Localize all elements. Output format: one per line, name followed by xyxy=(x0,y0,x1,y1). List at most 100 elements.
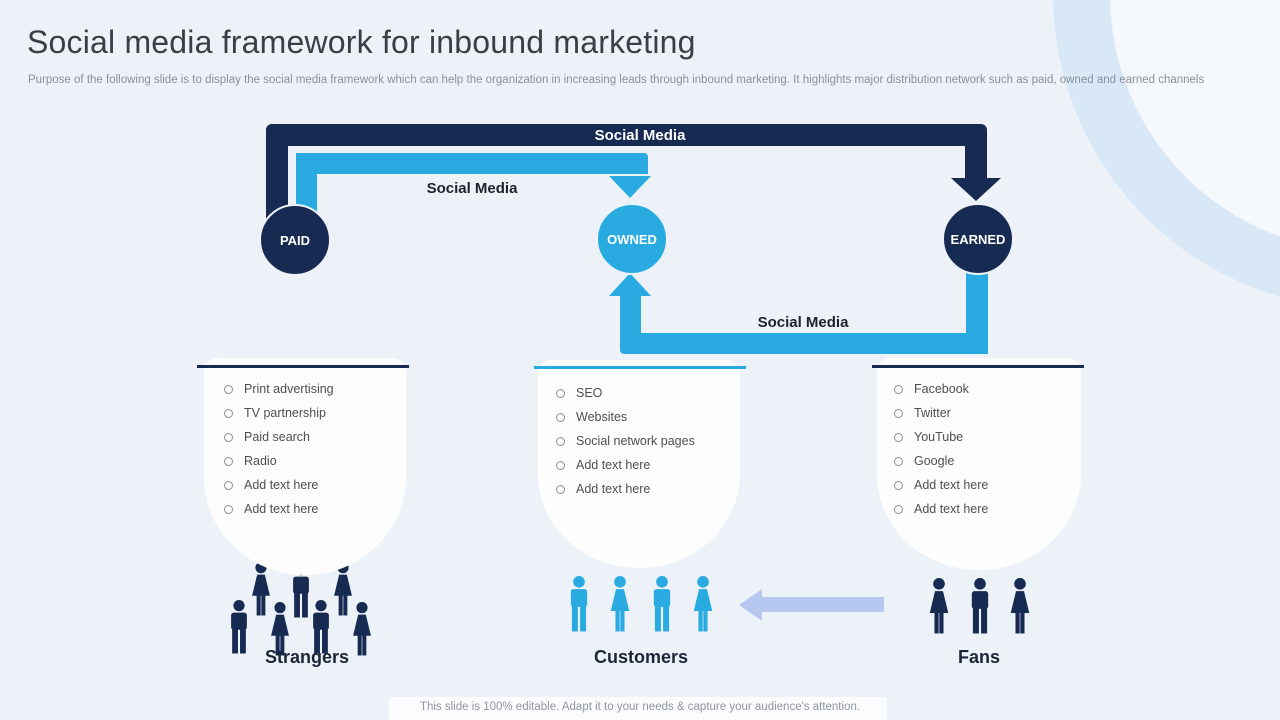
person-female-icon xyxy=(924,578,954,634)
bullet-icon xyxy=(224,432,233,442)
bullet-icon xyxy=(556,388,565,398)
person-male-icon xyxy=(647,576,677,632)
person-female-icon xyxy=(605,576,635,632)
list-item-text: SEO xyxy=(576,386,603,400)
bullet-icon xyxy=(224,480,233,490)
node-owned-label: OWNED xyxy=(607,231,657,247)
decorative-ring xyxy=(1053,0,1280,309)
list-item-text: YouTube xyxy=(914,430,964,444)
bullet-icon xyxy=(894,408,903,418)
footer-strip xyxy=(389,697,887,720)
list-item-text: Twitter xyxy=(914,406,951,420)
bullet-icon xyxy=(224,456,233,466)
list-item-text: Social network pages xyxy=(576,434,695,448)
person-female-icon xyxy=(1005,578,1035,634)
customers-people-group xyxy=(564,576,719,634)
group-label-customers: Customers xyxy=(593,647,689,667)
bullet-icon xyxy=(894,432,903,442)
list-item-text: Add text here xyxy=(576,482,651,496)
bullet-icon xyxy=(894,456,903,466)
divider-line-paid xyxy=(197,365,409,368)
divider-line-owned xyxy=(534,366,746,369)
list-item: Add text here xyxy=(556,453,695,477)
list-item-text: Add text here xyxy=(914,502,989,516)
list-item: Paid search xyxy=(224,425,334,449)
list-item: Facebook xyxy=(894,377,988,401)
list-item: Add text here xyxy=(224,473,334,497)
list-item: Print advertising xyxy=(224,377,334,401)
arrow-left-icon xyxy=(739,589,762,621)
bullet-icon xyxy=(224,408,233,418)
list-item-text: Radio xyxy=(244,454,277,468)
footer-note: This slide is 100% editable. Adapt it to… xyxy=(419,701,861,713)
list-item: Add text here xyxy=(894,473,988,497)
list-item-text: Add text here xyxy=(914,478,989,492)
list-item-text: Add text here xyxy=(576,458,651,472)
bullet-icon xyxy=(894,384,903,394)
arrow-paid-earned-horizontal xyxy=(266,124,987,146)
bullet-icon xyxy=(894,480,903,490)
list-item: Social network pages xyxy=(556,429,695,453)
person-male-icon xyxy=(224,600,254,654)
person-male-icon xyxy=(564,576,594,632)
list-item-text: Google xyxy=(914,454,955,468)
group-label-strangers: Strangers xyxy=(264,647,350,667)
list-item: Add text here xyxy=(224,497,334,521)
slide-subtitle: Purpose of the following slide is to dis… xyxy=(28,74,1205,86)
person-male-icon xyxy=(306,600,336,654)
list-item-text: Add text here xyxy=(244,502,319,516)
person-female-icon xyxy=(265,602,295,656)
arrow-earned-owned-horizontal xyxy=(620,333,988,354)
list-item: Twitter xyxy=(894,401,988,425)
list-item: Add text here xyxy=(556,477,695,501)
callout-shape-paid xyxy=(204,358,406,575)
bullet-icon xyxy=(224,384,233,394)
list-item-text: Print advertising xyxy=(244,382,334,396)
arrow-down-icon xyxy=(951,178,1001,201)
list-item-text: Paid search xyxy=(244,430,311,444)
list-item: SEO xyxy=(556,381,695,405)
node-paid: PAID xyxy=(259,204,331,276)
arrow-paid-earned-vertical-right xyxy=(965,146,987,179)
person-female-icon xyxy=(688,576,718,632)
list-item: YouTube xyxy=(894,425,988,449)
bullet-icon xyxy=(556,484,565,494)
person-female-icon xyxy=(347,602,377,656)
page-title: Social media framework for inbound marke… xyxy=(27,24,696,60)
bullet-icon xyxy=(894,504,903,514)
callout-shape-earned xyxy=(877,358,1081,570)
arrow-label-bottom: Social Media xyxy=(757,314,849,331)
arrow-label-middle: Social Media xyxy=(426,180,518,197)
person-male-icon xyxy=(965,578,995,634)
divider-line-earned xyxy=(872,365,1084,368)
node-owned: OWNED xyxy=(596,203,668,275)
arrow-up-icon xyxy=(609,273,651,296)
arrow-paid-owned-horizontal xyxy=(296,153,648,174)
arrow-earned-owned-vertical-left xyxy=(620,296,641,336)
arrow-down-icon xyxy=(609,176,651,198)
list-item-text: Facebook xyxy=(914,382,969,396)
bullet-icon xyxy=(224,504,233,514)
list-item-text: TV partnership xyxy=(244,406,326,420)
list-item-text: Websites xyxy=(576,410,628,424)
callout-shape-owned xyxy=(538,360,740,568)
list-item: Add text here xyxy=(894,497,988,521)
back-arrow-body xyxy=(761,597,884,612)
list-item: TV partnership xyxy=(224,401,334,425)
node-paid-label: PAID xyxy=(279,232,311,248)
arrow-label-top: Social Media xyxy=(594,127,686,144)
bullet-icon xyxy=(556,460,565,470)
node-earned-label: EARNED xyxy=(950,231,1006,247)
list-item: Radio xyxy=(224,449,334,473)
list-item-text: Add text here xyxy=(244,478,319,492)
bullet-icon xyxy=(556,436,565,446)
list-item: Google xyxy=(894,449,988,473)
fans-people-group xyxy=(924,578,1036,636)
group-label-fans: Fans xyxy=(957,647,1000,667)
bullet-icon xyxy=(556,412,565,422)
list-item: Websites xyxy=(556,405,695,429)
